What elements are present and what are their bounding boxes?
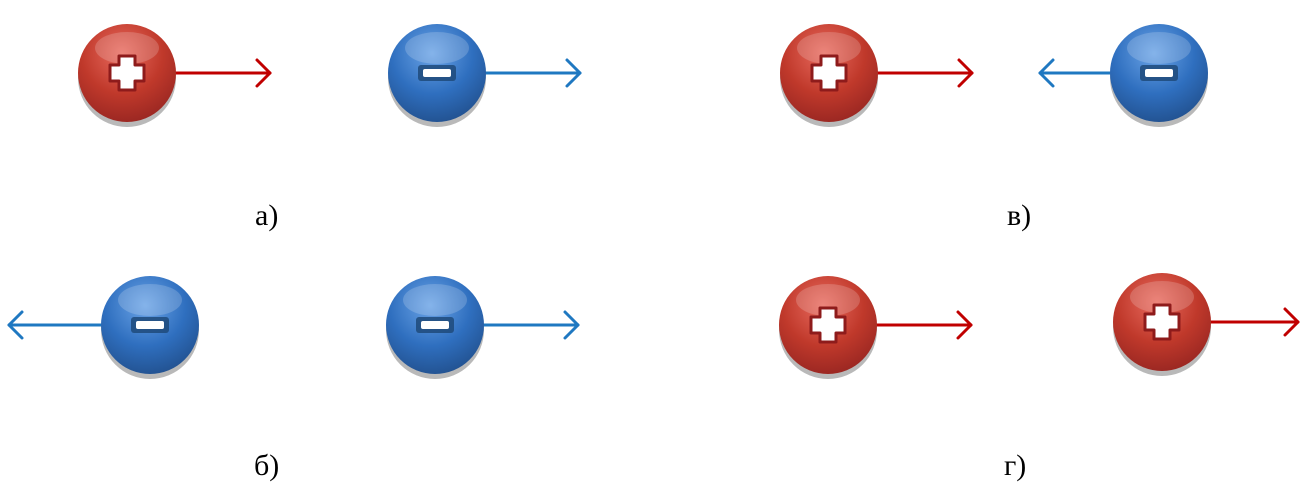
plus-icon: [1143, 303, 1181, 341]
arrow-right-icon: [484, 58, 582, 88]
panel-b: [7, 276, 580, 379]
plus-icon: [108, 54, 146, 92]
arrow-left-icon: [7, 310, 103, 340]
minus-icon: [418, 65, 456, 81]
minus-icon: [416, 317, 454, 333]
caption-v: в): [1007, 199, 1032, 232]
positive-charge: [779, 276, 973, 379]
arrow-right-icon: [876, 58, 974, 88]
minus-icon: [131, 317, 169, 333]
minus-icon: [1140, 65, 1178, 81]
arrow-right-icon: [1209, 307, 1300, 337]
panel-a: [78, 24, 582, 127]
caption-a: а): [255, 199, 279, 232]
negative-charge: [388, 24, 582, 127]
arrow-right-icon: [174, 58, 272, 88]
arrow-right-icon: [482, 310, 580, 340]
negative-charge: [7, 276, 199, 379]
caption-b: б): [254, 449, 280, 482]
negative-charge: [1038, 24, 1208, 127]
positive-charge: [780, 24, 974, 127]
plus-icon: [809, 306, 847, 344]
arrow-right-icon: [875, 310, 973, 340]
panel-v: [780, 24, 1208, 127]
negative-charge: [386, 276, 580, 379]
plus-icon: [810, 54, 848, 92]
positive-charge: [78, 24, 272, 127]
panel-g: [779, 273, 1300, 379]
caption-g: г): [1004, 449, 1027, 482]
positive-charge: [1113, 273, 1300, 376]
